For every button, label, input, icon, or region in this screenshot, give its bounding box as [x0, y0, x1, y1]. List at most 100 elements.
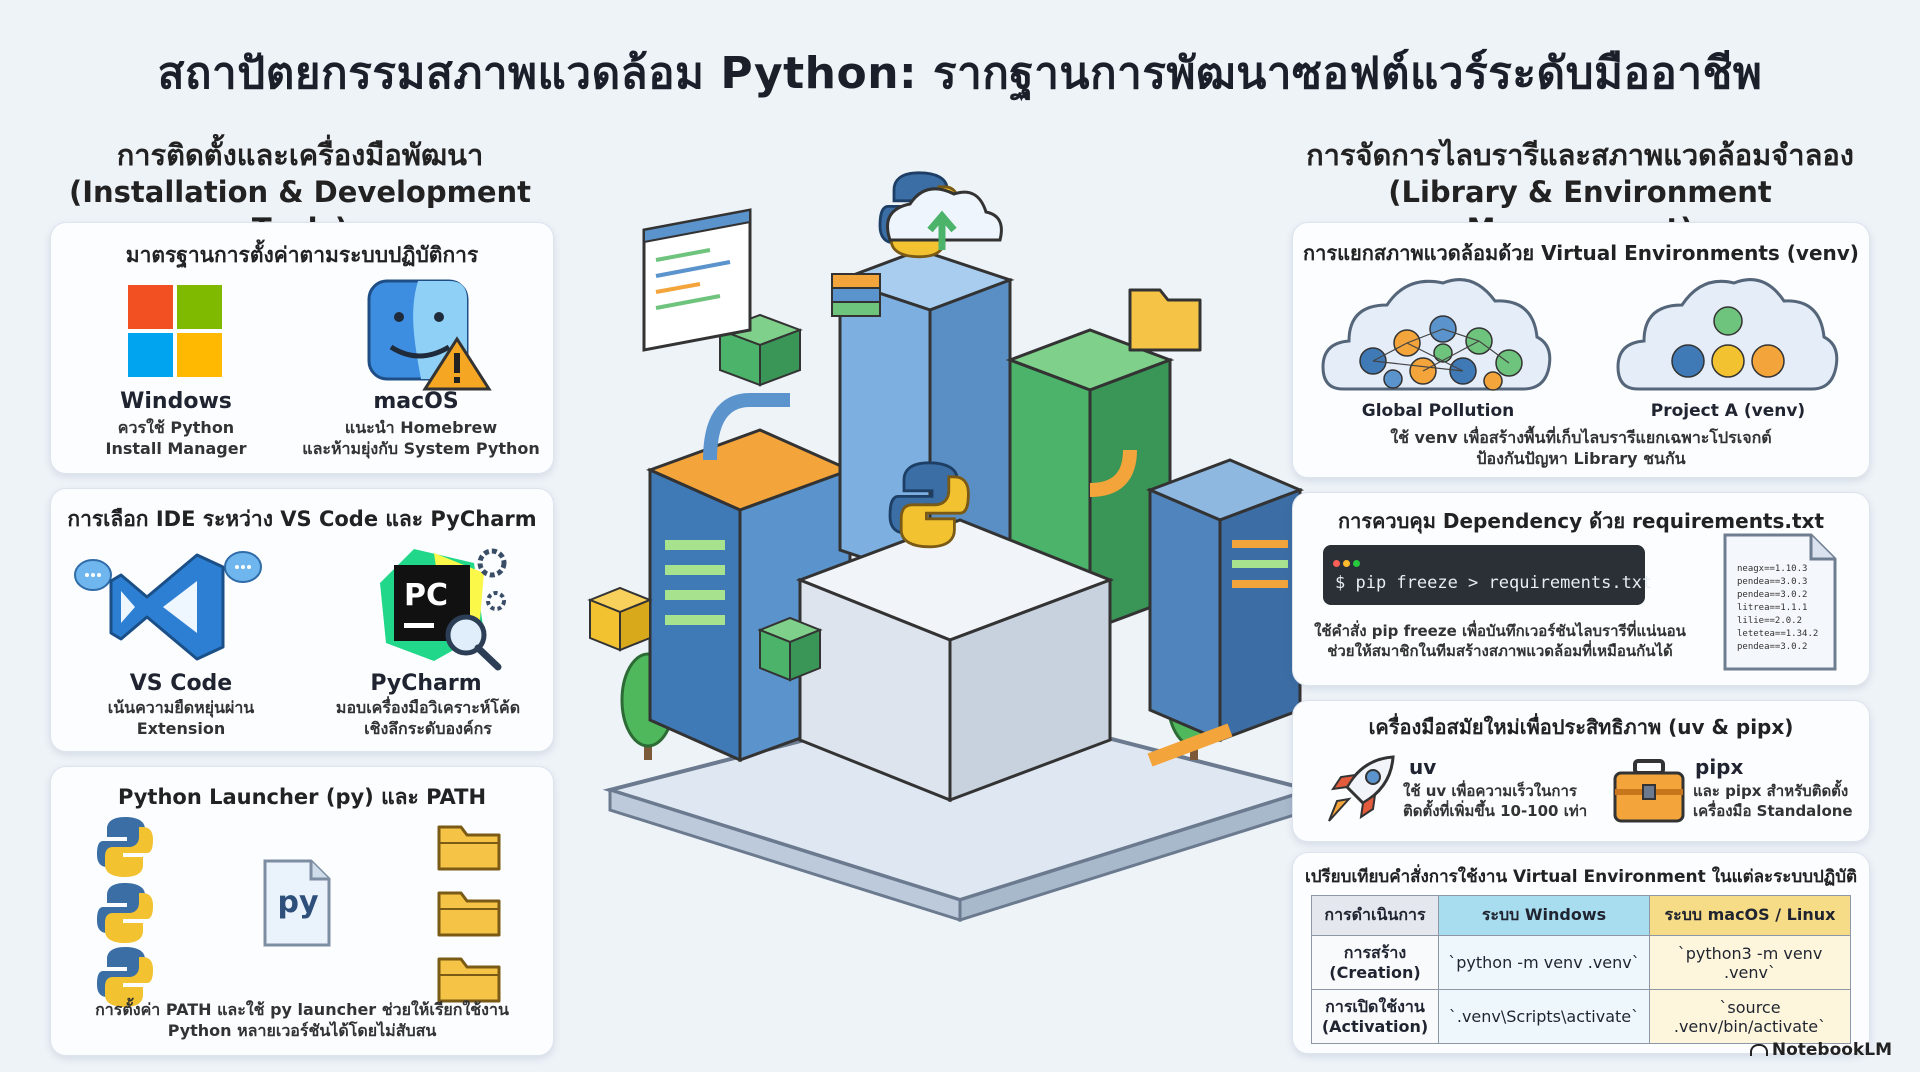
py-file-icon	[263, 859, 331, 947]
launcher-desc-line1: การตั้งค่า PATH และใช้ py launcher ช่วยใ…	[95, 1000, 509, 1019]
folders-icon	[437, 825, 501, 1003]
notebooklm-logo-icon	[1749, 1044, 1768, 1056]
os-card-title: มาตรฐานการตั้งค่าตามระบบปฏิบัติการ	[125, 243, 479, 267]
launcher-card-title: Python Launcher (py) และ PATH	[117, 785, 487, 809]
green-cube-small-icon	[757, 616, 823, 682]
windows-label: Windows	[120, 389, 232, 414]
requirements-file-icon	[1723, 533, 1837, 671]
pipx-label: pipx	[1695, 755, 1744, 779]
left-heading: การติดตั้งและเครื่องมือพัฒนา (Installati…	[50, 137, 550, 248]
pc-logo-text: PC	[404, 578, 448, 613]
compare-mac-cell: `source .venv/bin/activate`	[1649, 989, 1851, 1044]
venv-desc-line2: ป้องกันปัญหา Library ชนกัน	[1476, 449, 1686, 468]
deps-card: การควบคุม Dependency ด้วย requirements.t…	[1292, 492, 1870, 686]
global-pollution-label: Global Pollution	[1361, 401, 1515, 421]
pycharm-label: PyCharm	[370, 671, 482, 696]
layer-stack-icon	[831, 273, 881, 317]
toolbox-icon	[1613, 759, 1685, 823]
compare-header-windows: ระบบ Windows	[1438, 895, 1650, 936]
venv-card: การแยกสภาพแวดล้อมด้วย Virtual Environmen…	[1292, 222, 1870, 478]
ide-card: การเลือก IDE ระหว่าง VS Code และ PyCharm…	[50, 488, 554, 752]
compare-table: การดำเนินการ ระบบ Windows ระบบ macOS / L…	[1311, 895, 1851, 1044]
terminal-window: $ pip freeze > requirements.txt	[1323, 545, 1652, 605]
windows-desc-line2: Install Manager	[105, 439, 247, 458]
compare-header-mac: ระบบ macOS / Linux	[1649, 895, 1851, 936]
req-line: pendea==3.0.2	[1737, 642, 1808, 652]
vscode-desc-line2: Extension	[136, 719, 226, 738]
deps-desc-line2: ช่วยให้สมาชิกในทีมสร้างสภาพแวดล้อมที่เหม…	[1327, 642, 1673, 660]
tools-card-title: เครื่องมือสมัยใหม่เพื่อประสิทธิภาพ (uv &…	[1368, 715, 1794, 739]
compare-action-line1: การสร้าง	[1343, 942, 1407, 962]
macos-label: macOS	[373, 389, 459, 414]
req-line: neagx==1.10.3	[1737, 564, 1808, 574]
yellow-cube-icon	[587, 586, 653, 652]
uv-desc-line2: ติดตั้งที่เพิ่มขึ้น 10-100 เท่า	[1403, 802, 1588, 820]
project-venv-label: Project A (venv)	[1650, 401, 1806, 421]
macos-desc-line1: แนะนำ Homebrew	[344, 418, 498, 437]
pipx-desc: และ pipx สำหรับติดตั้ง เครื่องมือ Standa…	[1693, 781, 1863, 821]
table-row: การสร้าง (Creation) `python -m venv .ven…	[1311, 935, 1851, 990]
req-line: letetea==1.34.2	[1737, 629, 1819, 639]
deps-desc-line1: ใช้คำสั่ง pip freeze เพื่อบันทึกเวอร์ชัน…	[1314, 622, 1686, 640]
macos-desc-line2: และห้ามยุ่งกับ System Python	[302, 439, 540, 458]
python-logo-middle-icon	[888, 461, 970, 549]
python-logos-icon	[97, 817, 153, 1007]
left-heading-line1: การติดตั้งและเครื่องมือพัฒนา	[116, 138, 484, 172]
compare-action-line1: การเปิดใช้งาน	[1325, 996, 1425, 1016]
rocket-icon	[1328, 755, 1395, 822]
pipx-desc-line2: เครื่องมือ Standalone	[1693, 802, 1853, 820]
pycharm-desc-line1: มอบเครื่องมือวิเคราะห์โค้ด	[335, 698, 521, 717]
venv-desc-line1: ใช้ venv เพื่อสร้างพื้นที่เก็บไลบรารีแยก…	[1390, 428, 1772, 447]
windows-desc-line1: ควรใช้ Python	[117, 418, 235, 437]
left-heading-line2: (Installation & Development Tools)	[68, 175, 532, 246]
launcher-desc: การตั้งค่า PATH และใช้ py launcher ช่วยใ…	[71, 999, 533, 1041]
vscode-desc-line1: เน้นความยืดหยุ่นผ่าน	[107, 698, 255, 717]
terminal-dots-icon	[1333, 552, 1360, 572]
deps-desc: ใช้คำสั่ง pip freeze เพื่อบันทึกเวอร์ชัน…	[1307, 621, 1693, 661]
pipx-desc-line1: และ pipx สำหรับติดตั้ง	[1693, 782, 1849, 800]
page-title: สถาปัตยกรรมสภาพแวดล้อม Python: รากฐานการ…	[157, 48, 1763, 99]
macos-desc: แนะนำ Homebrew และห้ามยุ่งกับ System Pyt…	[301, 417, 541, 459]
windows-desc: ควรใช้ Python Install Manager	[71, 417, 281, 459]
launcher-card: Python Launcher (py) และ PATH py การตั้ง…	[50, 766, 554, 1056]
req-line: litrea==1.1.1	[1737, 603, 1808, 613]
notebooklm-label: NotebookLM	[1771, 1040, 1892, 1060]
compare-header-row: การดำเนินการ ระบบ Windows ระบบ macOS / L…	[1311, 895, 1851, 936]
venv-card-title: การแยกสภาพแวดล้อมด้วย Virtual Environmen…	[1303, 241, 1859, 265]
launcher-desc-line2: Python หลายเวอร์ชันได้โดยไม่สับสน	[167, 1021, 437, 1040]
folder-right-icon	[1128, 288, 1202, 352]
tools-card: เครื่องมือสมัยใหม่เพื่อประสิทธิภาพ (uv &…	[1292, 700, 1870, 842]
compare-action-line2: (Activation)	[1321, 1016, 1429, 1036]
requirements-lines: neagx==1.10.3 pendea==3.0.3 pendea==3.0.…	[1737, 563, 1833, 654]
code-window-icon	[642, 208, 752, 352]
table-row: การเปิดใช้งาน (Activation) `.venv\Script…	[1311, 989, 1851, 1044]
vscode-desc: เน้นความยืดหยุ่นผ่าน Extension	[71, 697, 291, 739]
ide-card-title: การเลือก IDE ระหว่าง VS Code และ PyCharm	[67, 507, 537, 531]
compare-action-line2: (Creation)	[1329, 962, 1421, 982]
pycharm-desc-line2: เชิงลึกระดับองค์กร	[364, 719, 492, 738]
compare-mac-cell: `python3 -m venv .venv`	[1649, 935, 1851, 990]
windows-icon	[128, 285, 222, 377]
terminal-command: $ pip freeze > requirements.txt	[1335, 573, 1653, 593]
venv-desc: ใช้ venv เพื่อสร้างพื้นที่เก็บไลบรารีแยก…	[1313, 427, 1849, 469]
compare-header-action: การดำเนินการ	[1311, 895, 1439, 936]
py-file-label: py	[277, 885, 319, 920]
compare-action-cell: การสร้าง (Creation)	[1311, 935, 1439, 990]
right-heading-line1: การจัดการไลบรารีและสภาพแวดล้อมจำลอง	[1306, 138, 1854, 172]
compare-windows-cell: `python -m venv .venv`	[1438, 935, 1650, 990]
uv-desc-line1: ใช้ uv เพื่อความเร็วในการ	[1403, 782, 1577, 800]
pycharm-icon: PC	[380, 548, 507, 671]
req-line: pendea==3.0.3	[1737, 577, 1808, 587]
uv-desc: ใช้ uv เพื่อความเร็วในการ ติดตั้งที่เพิ่…	[1403, 781, 1593, 821]
vscode-label: VS Code	[129, 671, 233, 696]
cloud-upload-icon	[886, 187, 1003, 250]
notebooklm-brand: NotebookLM	[1749, 1040, 1892, 1060]
os-card: มาตรฐานการตั้งค่าตามระบบปฏิบัติการ Windo…	[50, 222, 554, 474]
green-cube-icon	[717, 313, 803, 387]
pycharm-desc: มอบเครื่องมือวิเคราะห์โค้ด เชิงลึกระดับอ…	[313, 697, 543, 739]
req-line: lilie==2.0.2	[1737, 616, 1803, 626]
compare-card: เปรียบเทียบคำสั่งการใช้งาน Virtual Envir…	[1292, 852, 1870, 1054]
project-venv-cloud-icon	[1616, 278, 1839, 391]
global-pollution-cloud-icon	[1321, 278, 1552, 391]
python-city-illustration	[587, 171, 1318, 923]
